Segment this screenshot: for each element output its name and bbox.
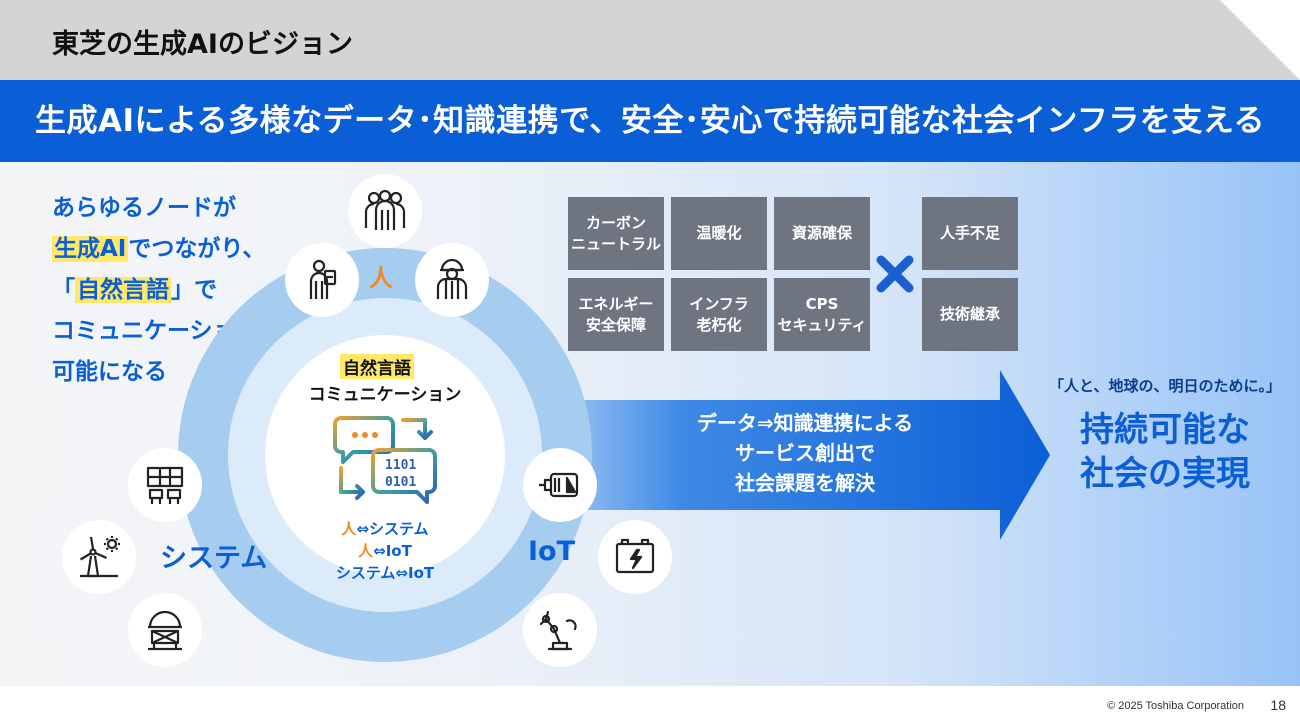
lead-line-2: 生成AIでつながり、 — [52, 229, 282, 270]
highlight-natural-language: 自然言語 — [75, 277, 171, 303]
tile-labor-shortage: 人手不足 — [922, 197, 1018, 270]
tile-carbon-neutral: カーボン ニュートラル — [568, 197, 664, 270]
highlight-genai: 生成AI — [52, 236, 129, 262]
lead-bracket-open: 「 — [52, 277, 75, 303]
goal-text: 持続可能な 社会の実現 — [1040, 408, 1290, 496]
tile-resource-security: 資源確保 — [774, 197, 870, 270]
people-group-icon — [348, 174, 422, 248]
link1-person: 人 — [341, 520, 357, 538]
headline-banner: 生成AIによる多様なデータ･知識連携で、安全･安心で持続可能な社会インフラを支え… — [0, 80, 1300, 162]
group-label-person: 人 — [369, 264, 393, 292]
core-title-natural-language: 自然言語 — [340, 354, 414, 379]
title-corner-cut — [1220, 0, 1300, 80]
core-connections: 人⇔システム 人⇔IoT システム⇔IoT — [295, 518, 475, 584]
group-label-iot: IoT — [528, 536, 576, 567]
link1-rest: ⇔システム — [356, 520, 429, 538]
page-number: 18 — [1270, 697, 1286, 713]
robot-arm-icon — [523, 593, 597, 667]
chat-data-exchange-icon: 1101 0101 — [333, 416, 437, 504]
tile-cps-security: CPS セキュリティ — [774, 278, 870, 351]
solution-arrow — [480, 370, 1050, 540]
svg-text:1101: 1101 — [385, 458, 416, 473]
wind-turbine-icon — [62, 520, 136, 594]
lead-line-2-rest: でつながり、 — [128, 236, 266, 262]
lead-line-1: あらゆるノードが — [52, 195, 236, 221]
footer — [0, 686, 1300, 720]
page-title: 東芝の生成AIのビジョン — [52, 29, 353, 60]
tile-skill-transfer: 技術継承 — [922, 278, 1018, 351]
svg-text:0101: 0101 — [385, 475, 416, 490]
copyright: © 2025 Toshiba Corporation — [1107, 700, 1244, 712]
engineer-helmet-icon — [415, 243, 489, 317]
arrow-line-2: サービス創出で — [735, 441, 875, 465]
lead-text: あらゆるノードが 生成AIでつながり、 「自然言語」で コミュニケーションが 可… — [52, 188, 282, 393]
arrow-line-3: 社会課題を解決 — [735, 471, 875, 495]
core-title-communication: コミュニケーション — [308, 385, 462, 405]
link2-rest: ⇔IoT — [373, 542, 412, 560]
battery-icon — [598, 520, 672, 594]
goal-line-1: 持続可能な — [1080, 410, 1250, 450]
goal-line-2: 社会の実現 — [1080, 454, 1250, 494]
group-label-system: システム — [160, 543, 268, 574]
building-icon — [128, 448, 202, 522]
motor-icon — [523, 448, 597, 522]
tile-global-warming: 温暖化 — [671, 197, 767, 270]
tile-aging-infra: インフラ 老朽化 — [671, 278, 767, 351]
multiply-cross-icon — [876, 255, 914, 293]
link2-person: 人 — [358, 542, 374, 560]
substation-icon — [128, 593, 202, 667]
worker-icon — [285, 243, 359, 317]
lead-line-3: 「自然言語」で — [52, 270, 282, 311]
slogan: 「人と、地球の、明日のために。」 — [1049, 377, 1281, 395]
link-system-iot: システム⇔IoT — [335, 564, 435, 582]
title-bar: 東芝の生成AIのビジョン — [0, 0, 1300, 80]
tile-energy-security: エネルギー 安全保障 — [568, 278, 664, 351]
arrow-line-1: データ⇒知識連携による — [696, 411, 914, 435]
link-person-iot: 人⇔IoT — [295, 540, 475, 562]
link-person-system: 人⇔システム — [295, 518, 475, 540]
lead-line-3-rest: 」で — [171, 277, 217, 303]
arrow-text: データ⇒知識連携による サービス創出で 社会課題を解決 — [640, 408, 970, 498]
lead-line-5: 可能になる — [52, 359, 167, 385]
